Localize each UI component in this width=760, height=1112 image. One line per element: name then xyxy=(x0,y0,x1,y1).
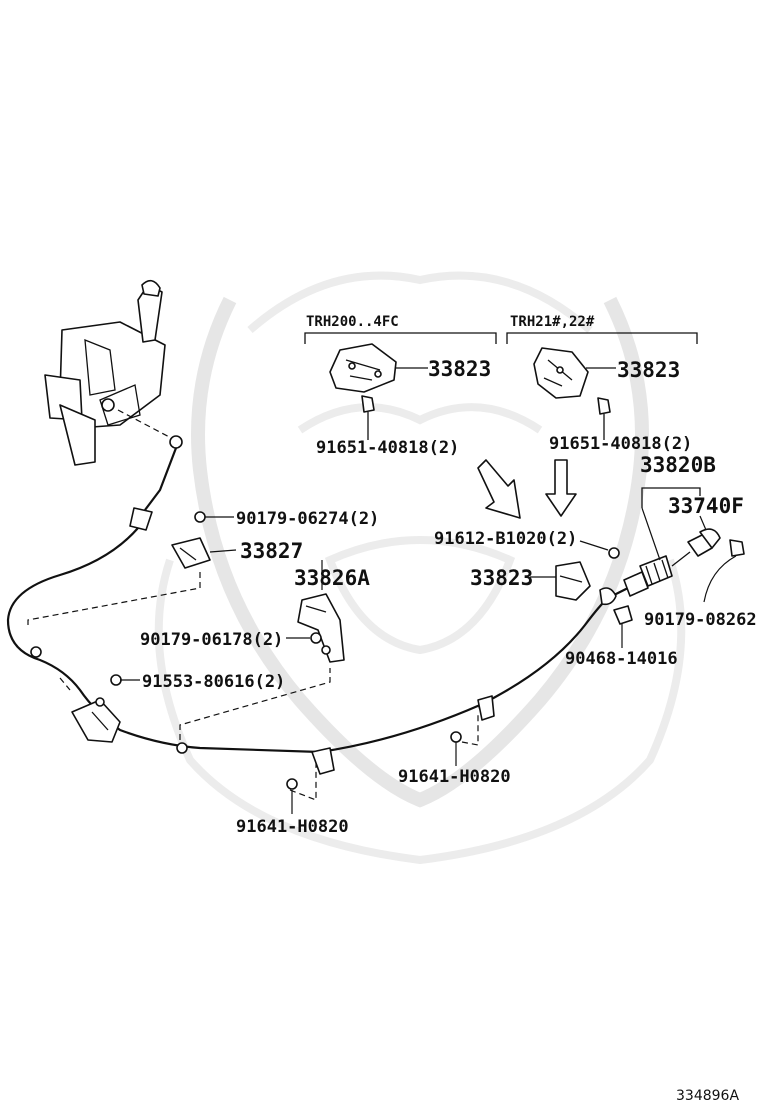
label-33827: 33827 xyxy=(240,539,303,563)
leader-90179-08262 xyxy=(703,555,737,603)
label-91641-right: 91641-H0820 xyxy=(398,767,511,787)
group-bracket-left xyxy=(304,332,497,344)
arrow-down xyxy=(545,459,577,517)
label-90179-06178: 90179-06178(2) xyxy=(140,630,283,650)
label-91641-bottom: 91641-H0820 xyxy=(236,817,349,837)
lever-leader-line xyxy=(117,409,176,441)
bracket-33823-right xyxy=(533,347,589,399)
group-header-right: TRH21#,22# xyxy=(510,314,595,330)
label-90179-06274: 90179-06274(2) xyxy=(236,509,379,529)
label-91651-right: 91651-40818(2) xyxy=(549,434,692,454)
label-91553: 91553-80616(2) xyxy=(142,672,285,692)
label-90468: 90468-14016 xyxy=(565,649,678,669)
cable-bracket-lower-left xyxy=(71,697,121,743)
label-33823-right: 33823 xyxy=(617,358,680,382)
arrow-diagonal xyxy=(477,459,521,519)
group-header-left: TRH200..4FC xyxy=(306,314,399,330)
bracket-33827 xyxy=(171,511,211,569)
label-91612: 91612-B1020(2) xyxy=(434,529,577,549)
group-bracket-right xyxy=(506,332,698,344)
leader-91612 xyxy=(579,540,609,551)
label-33823-lower: 33823 xyxy=(470,566,533,590)
bolt-91651-right xyxy=(597,397,611,440)
label-33740F: 33740F xyxy=(668,494,744,518)
label-33820B: 33820B xyxy=(640,453,716,477)
shift-cable xyxy=(6,435,721,754)
shift-lever-assembly xyxy=(44,279,166,466)
diagram-reference-number: 334896A xyxy=(676,1088,739,1104)
cable-clamps xyxy=(110,674,495,790)
clip-90468 xyxy=(613,605,633,625)
label-33823-left: 33823 xyxy=(428,357,491,381)
bolt-91651-left xyxy=(361,395,375,440)
leader-33827 xyxy=(209,549,237,553)
leader-33740F xyxy=(699,515,707,531)
bracket-33820B xyxy=(641,487,701,508)
mounting-dashes xyxy=(27,570,479,801)
bracket-33823-lower xyxy=(555,547,620,601)
watermark-emblem xyxy=(154,271,686,865)
bracket-33823-left xyxy=(329,343,397,393)
label-33826A: 33826A xyxy=(294,566,370,590)
leader-33820B xyxy=(641,507,661,561)
label-90179-08262: 90179-08262 xyxy=(644,610,757,630)
nut-90179-08262 xyxy=(729,539,745,557)
label-91651-left: 91651-40818(2) xyxy=(316,438,459,458)
bracket-33826A xyxy=(297,593,345,663)
